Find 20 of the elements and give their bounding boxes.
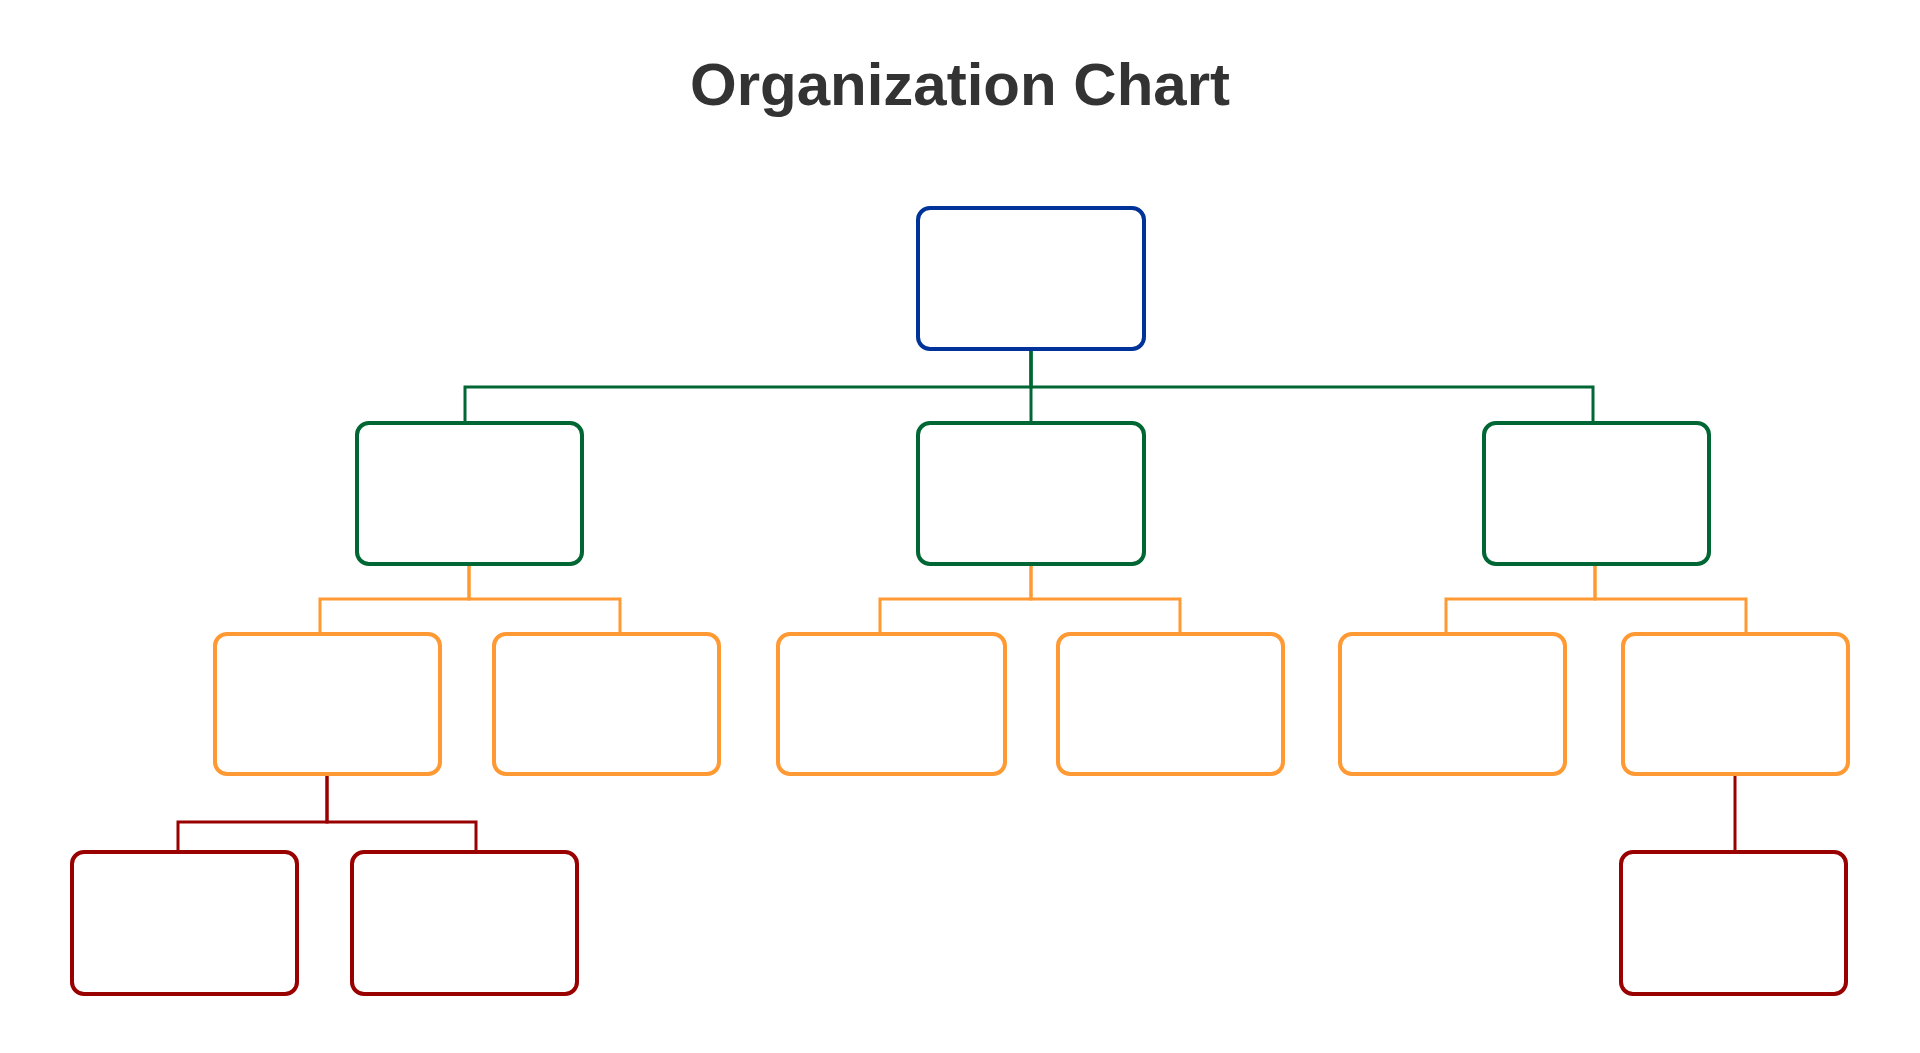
org-box	[355, 421, 584, 566]
connector-line	[1593, 566, 1748, 632]
org-box	[1619, 850, 1848, 996]
org-box	[70, 850, 299, 996]
connector-line	[325, 776, 478, 850]
org-box	[776, 632, 1007, 776]
org-box	[350, 850, 579, 996]
org-box	[1482, 421, 1711, 566]
connector-line	[1029, 566, 1182, 632]
org-box	[213, 632, 442, 776]
chart-title: Organization Chart	[690, 50, 1230, 120]
connector-line	[1733, 776, 1737, 850]
org-box	[492, 632, 721, 776]
connector-line	[1029, 351, 1595, 421]
org-box	[916, 206, 1146, 351]
connector-line	[467, 566, 622, 632]
org-box	[1338, 632, 1567, 776]
org-box	[916, 421, 1146, 566]
org-box	[1056, 632, 1285, 776]
org-box	[1621, 632, 1850, 776]
